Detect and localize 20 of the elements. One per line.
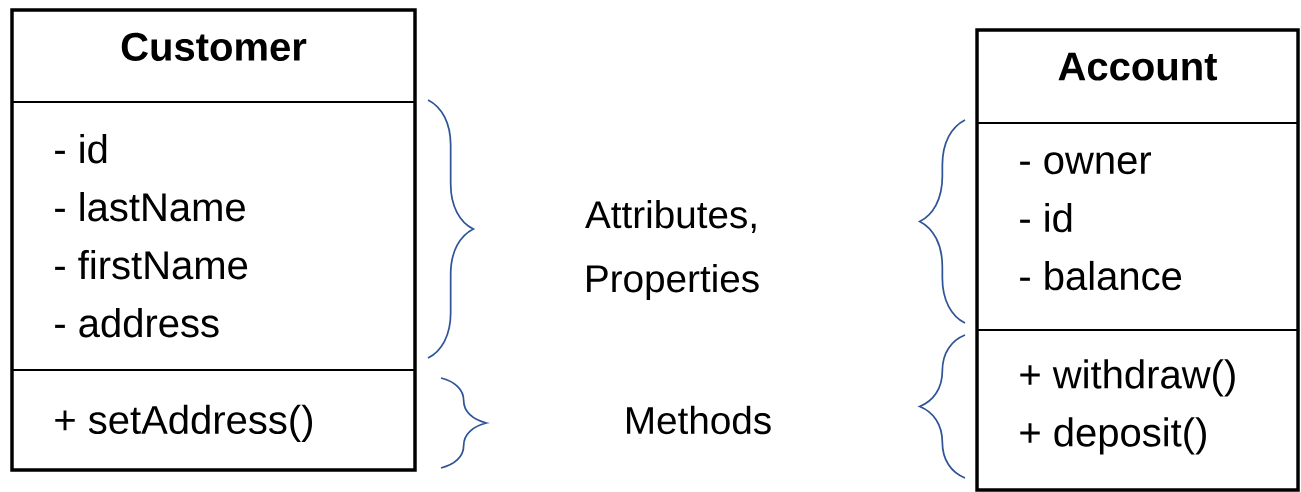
- attribute-text: - balance: [1020, 260, 1182, 291]
- method-text: + withdraw(): [1020, 359, 1235, 397]
- class-name: Account: [1058, 52, 1218, 81]
- brace-label: Methods: [627, 405, 771, 435]
- method-text: + deposit(): [1020, 417, 1206, 455]
- attribute-compartment: [11, 101, 416, 371]
- attribute-text: - id: [55, 134, 107, 164]
- brace-label: Attributes, Properties: [585, 200, 759, 301]
- attribute-compartment: [976, 122, 1299, 331]
- method-compartment: [976, 329, 1299, 491]
- attribute-text: - firstName: [55, 250, 248, 280]
- class-box: [975, 28, 1300, 492]
- attribute-text: - lastName: [55, 192, 245, 222]
- method-text: + setAddress(): [55, 404, 312, 442]
- attribute-text: - id: [1020, 202, 1072, 233]
- method-compartment: [11, 369, 416, 471]
- attribute-text: - owner: [1020, 152, 1151, 175]
- class-box: [10, 8, 417, 472]
- class-name: Customer: [121, 32, 307, 61]
- attribute-text: - address: [55, 308, 219, 338]
